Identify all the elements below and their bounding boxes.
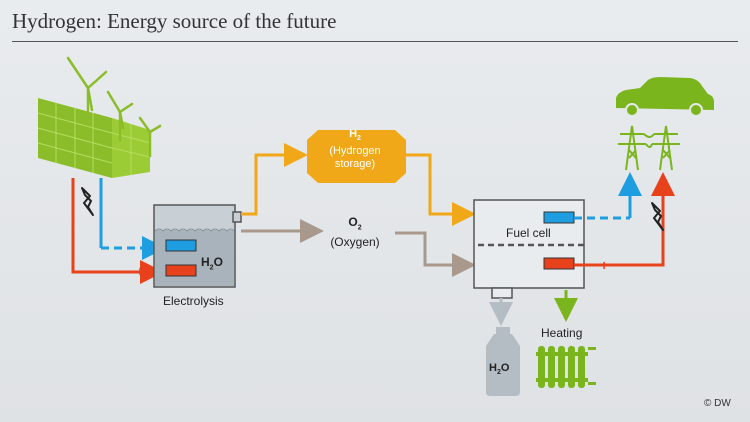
hydrogen-storage-line2: storage)	[334, 158, 376, 171]
hydrogen-subscript: 2	[357, 135, 361, 143]
fuel-cell-unit	[473, 199, 585, 299]
lightning-icon	[81, 187, 94, 216]
credit-label: © DW	[704, 398, 731, 409]
electrolysis-water-label: H2O	[201, 255, 223, 272]
oxygen-label: O2 (Oxygen)	[320, 215, 390, 249]
solar-wind-icon	[37, 56, 162, 178]
fuel-cell-label: Fuel cell	[506, 226, 551, 240]
oxygen-name: (Oxygen)	[330, 235, 380, 250]
title-divider	[12, 41, 738, 42]
radiator-icon	[536, 346, 596, 388]
plus-sign-right: +	[600, 257, 608, 273]
hydrogen-formula: H	[349, 128, 358, 140]
hydrogen-storage-tank	[307, 130, 406, 183]
hydrogen-storage-line1: (Hydrogen	[329, 145, 381, 158]
hydrogen-to-fuel-cell	[406, 153, 476, 226]
car-and-power-grid-icon	[616, 77, 714, 171]
oxygen-subscript: 2	[357, 224, 362, 232]
hydrogen-flow	[241, 143, 308, 216]
oxygen-formula: O	[348, 215, 358, 229]
page-title: Hydrogen: Energy source of the future	[12, 9, 337, 33]
plus-sign: +	[136, 263, 144, 279]
hydrogen-storage-label: H2 (Hydrogen storage)	[310, 128, 400, 171]
fuel-cell-positive-out	[574, 172, 675, 267]
bottle-water-label: H2O	[489, 362, 510, 377]
lightning-icon-right	[651, 202, 664, 231]
electrolysis-tank	[153, 204, 242, 288]
heating-label: Heating	[541, 326, 583, 340]
oxygen-to-fuel-cell	[395, 231, 476, 277]
electrolysis-label: Electrolysis	[163, 294, 224, 308]
positive-wire	[71, 178, 164, 284]
water-bottle-icon	[486, 327, 520, 396]
